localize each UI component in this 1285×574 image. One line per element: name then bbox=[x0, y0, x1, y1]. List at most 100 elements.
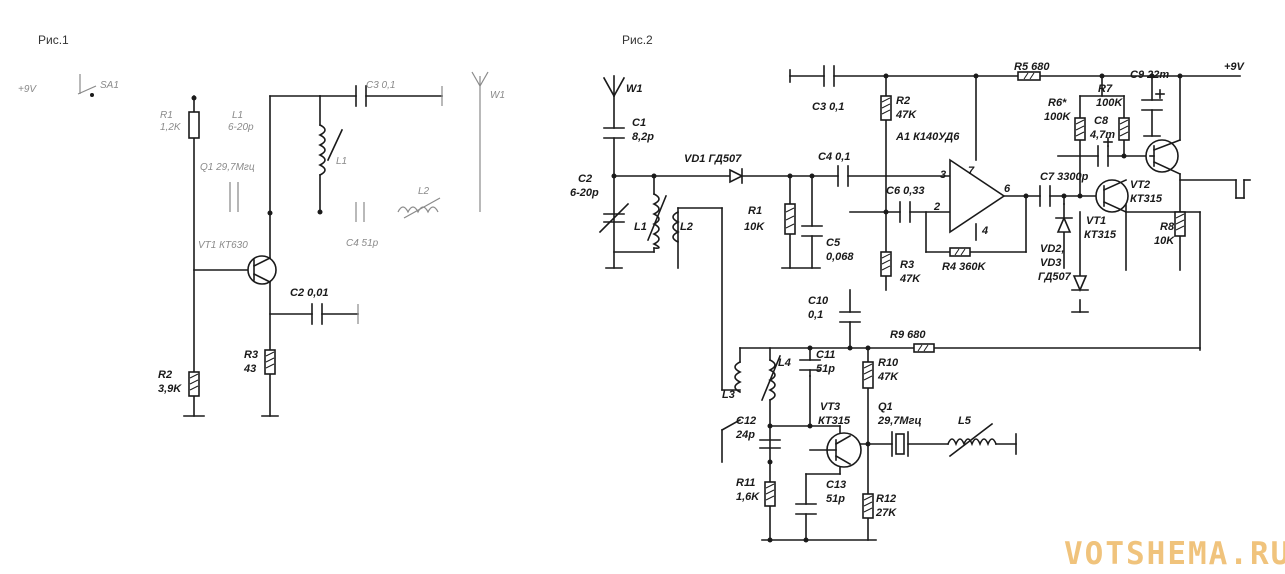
fig2-r10-label: R10 bbox=[878, 357, 899, 369]
fig2-vd3-diode bbox=[1071, 275, 1089, 293]
fig2-c1-label: C1 bbox=[632, 117, 646, 129]
fig2-c2-label: C2 bbox=[578, 173, 592, 185]
fig2-vd1-diode bbox=[729, 168, 744, 184]
fig2-junctions bbox=[611, 73, 1183, 543]
fig1-l2-label: L2 bbox=[418, 186, 430, 197]
fig2-r8-label: R8 bbox=[1160, 221, 1175, 233]
fig2-r6-label: R6* bbox=[1048, 97, 1067, 109]
fig2-r12-label: R12 bbox=[876, 493, 896, 505]
fig2-r11-value: 1,6K bbox=[736, 491, 760, 503]
fig1-supply-label: +9V bbox=[18, 84, 37, 95]
fig2-wires bbox=[605, 75, 1251, 541]
fig2-l2-coil bbox=[672, 210, 680, 244]
fig1-c2-label: C2 0,01 bbox=[290, 287, 329, 299]
fig2-l1-coil bbox=[646, 192, 668, 249]
fig2-vt3-label: VT3 bbox=[820, 401, 840, 413]
fig2-vd3-label: VD3 bbox=[1040, 257, 1061, 269]
fig2-c12-value: 24p bbox=[735, 429, 755, 441]
fig2-q1-value: 29,7Мгц bbox=[877, 415, 922, 427]
fig2-r12-value: 27K bbox=[875, 507, 897, 519]
fig1-l1b-label: L1 bbox=[336, 156, 347, 167]
fig2-r7-value: 100K bbox=[1096, 97, 1123, 109]
fig1-r2 bbox=[188, 371, 200, 397]
fig2-l3-label: L3 bbox=[722, 389, 735, 401]
fig2-r1-value: 10K bbox=[744, 221, 765, 233]
fig2-c13 bbox=[795, 503, 817, 515]
fig2-l4-label: L4 bbox=[778, 357, 791, 369]
fig1-title: Рис.1 bbox=[38, 33, 69, 47]
fig2-r3-label: R3 bbox=[900, 259, 914, 271]
fig2-antenna bbox=[602, 75, 626, 98]
fig2-a1-label: A1 К140УД6 bbox=[895, 131, 960, 143]
fig2-q1-crystal bbox=[891, 431, 909, 457]
fig1-junction bbox=[191, 95, 197, 101]
fig2-c4 bbox=[837, 165, 849, 187]
fig2-vd2-diode bbox=[1055, 203, 1073, 233]
fig2-r5 bbox=[1017, 71, 1041, 81]
fig2-a1-pin3: 3 bbox=[940, 169, 946, 181]
fig2-c3-label: C3 0,1 bbox=[812, 101, 844, 113]
fig2-r7-label: R7 bbox=[1098, 83, 1113, 95]
fig2-supply-label: +9V bbox=[1224, 61, 1246, 73]
fig2-c4-label: C4 0,1 bbox=[818, 151, 850, 163]
fig2-c7 bbox=[1039, 185, 1051, 207]
fig2-c9-label: C9 22m bbox=[1130, 69, 1169, 81]
fig2-vt1-type: КТ315 bbox=[1084, 229, 1117, 241]
fig2-c5-value: 0,068 bbox=[826, 251, 854, 263]
fig2-r2 bbox=[880, 95, 892, 121]
fig2-r8 bbox=[1174, 211, 1186, 237]
fig2-c1-value: 8,2p bbox=[632, 131, 654, 143]
fig2-c13-value: 51p bbox=[826, 493, 845, 505]
fig1-r2-value: 3,9K bbox=[158, 383, 182, 395]
fig1-junction bbox=[317, 209, 323, 215]
fig2-c5-label: C5 bbox=[826, 237, 841, 249]
fig2-c13-label: C13 bbox=[826, 479, 846, 491]
fig2-a1-pin6: 6 bbox=[1004, 183, 1011, 195]
fig2-l2-label: L2 bbox=[680, 221, 693, 233]
fig2-vt3-transistor bbox=[809, 432, 862, 468]
fig1-c4 bbox=[355, 202, 365, 222]
fig1-c4-label: C4 51p bbox=[346, 238, 379, 249]
fig1-c3 bbox=[355, 85, 367, 107]
fig2-c10-value: 0,1 bbox=[808, 309, 823, 321]
fig2-q1-label: Q1 bbox=[878, 401, 893, 413]
fig2-c10 bbox=[839, 311, 861, 323]
fig2-r4 bbox=[949, 247, 971, 257]
fig1-junction bbox=[267, 210, 273, 216]
fig2-r6 bbox=[1074, 117, 1086, 141]
fig1-l1-value: 6-20p bbox=[228, 122, 254, 133]
fig2-r9 bbox=[913, 343, 935, 353]
fig2-title: Рис.2 bbox=[622, 33, 653, 47]
fig2-a1-pin4: 4 bbox=[981, 225, 988, 237]
fig2-r11-label: R11 bbox=[736, 477, 755, 489]
fig2-r5-label: R5 680 bbox=[1014, 61, 1050, 73]
fig2-r10-value: 47K bbox=[877, 371, 899, 383]
fig2-r8-value: 10K bbox=[1154, 235, 1175, 247]
fig2-l5-coil bbox=[946, 422, 998, 458]
fig2-r2-label: R2 bbox=[896, 95, 910, 107]
fig2-l1-label: L1 bbox=[634, 221, 647, 233]
fig2-vt2-label: VT2 bbox=[1130, 179, 1150, 191]
fig1-r1-value: 1,2K bbox=[160, 122, 182, 133]
fig2-c8 bbox=[1097, 137, 1113, 167]
fig2-r7 bbox=[1118, 117, 1130, 141]
fig1-wires bbox=[183, 71, 489, 417]
fig2-r11 bbox=[764, 481, 776, 507]
fig1-r2-label: R2 bbox=[158, 369, 172, 381]
fig2-l5-label: L5 bbox=[958, 415, 972, 427]
fig2-c2-variable bbox=[598, 202, 630, 234]
fig2-vt2-type: КТ315 bbox=[1130, 193, 1163, 205]
fig2-c11-label: C11 bbox=[816, 349, 835, 361]
watermark-logo: VOTSHEMA.RU bbox=[1064, 536, 1285, 572]
fig2-r3-value: 47K bbox=[899, 273, 921, 285]
fig2-vt1-transistor bbox=[1095, 178, 1129, 214]
fig2-c3 bbox=[789, 65, 835, 87]
fig2-c2-value: 6-20p bbox=[570, 187, 599, 199]
fig2-vt3-type: КТ315 bbox=[818, 415, 851, 427]
fig2-c1 bbox=[603, 127, 625, 139]
fig1-c2 bbox=[311, 303, 323, 325]
fig2-r12 bbox=[862, 493, 874, 519]
fig1-l1-coil bbox=[318, 123, 344, 177]
